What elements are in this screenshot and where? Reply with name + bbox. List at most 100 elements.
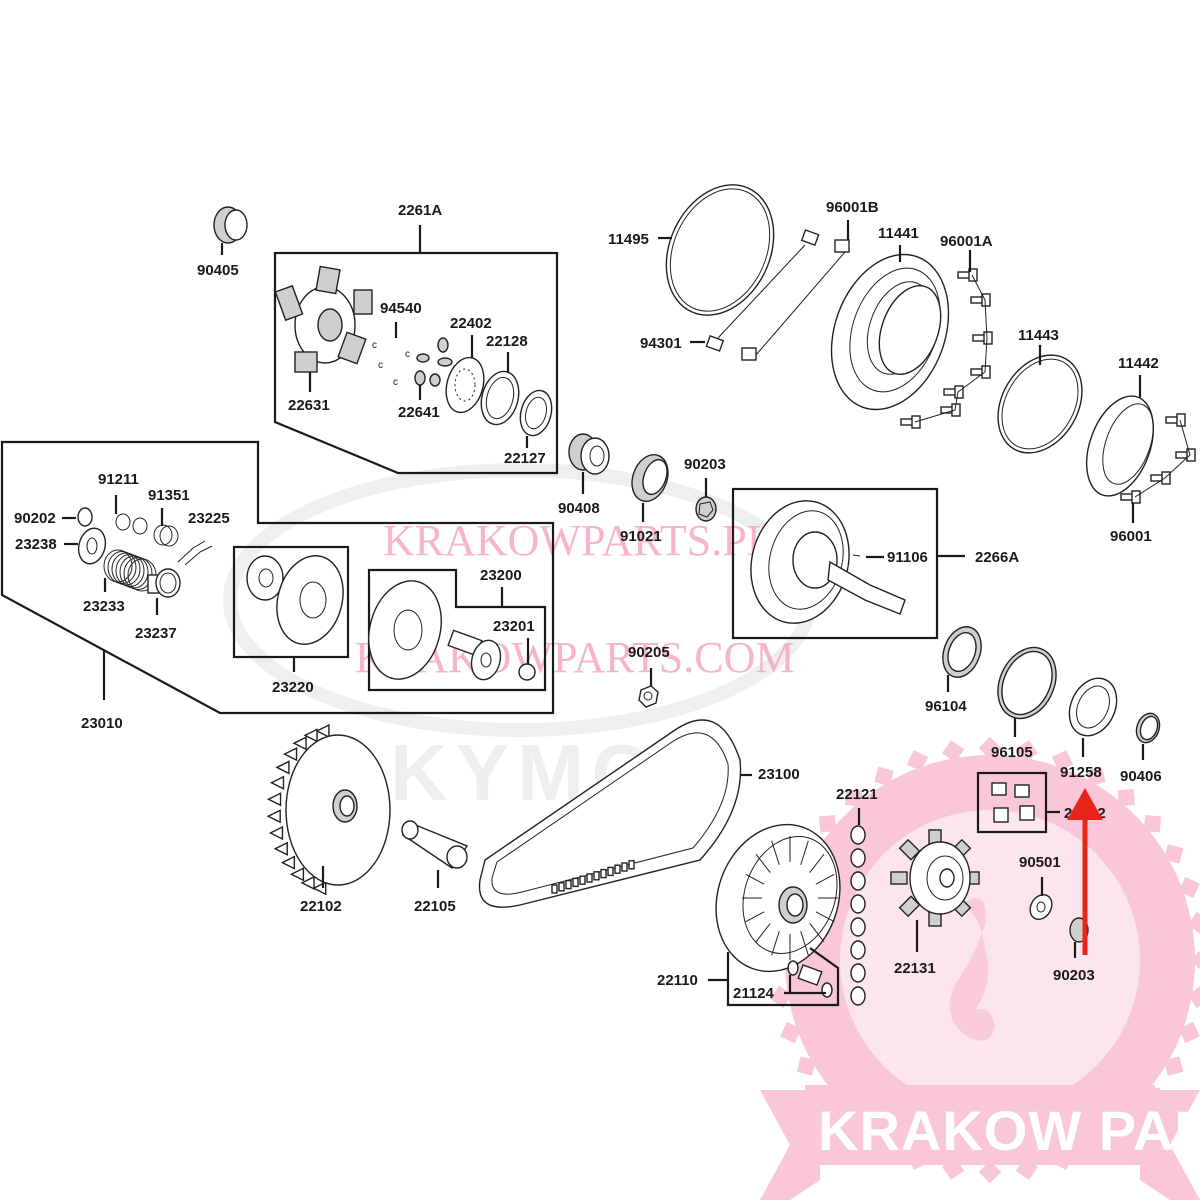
part-label[interactable]: 23237 bbox=[135, 625, 177, 642]
part-23220-sheave[interactable] bbox=[246, 548, 353, 651]
part-label[interactable]: 22127 bbox=[504, 450, 546, 467]
part-label[interactable]: 23238 bbox=[15, 536, 57, 553]
group-label[interactable]: 2266A bbox=[975, 549, 1019, 566]
part-label[interactable]: 90405 bbox=[197, 262, 239, 279]
part-90405[interactable]: 90405 bbox=[197, 206, 248, 279]
group-label[interactable]: 23200 bbox=[480, 567, 522, 584]
part-90203-nut-top[interactable] bbox=[695, 496, 717, 522]
part-label[interactable]: 22128 bbox=[486, 333, 528, 350]
part-91021-bearing[interactable] bbox=[626, 450, 674, 507]
part-11442-cover[interactable] bbox=[1074, 387, 1166, 505]
part-23100-drive-belt[interactable] bbox=[478, 719, 742, 908]
part-23233-spring[interactable] bbox=[103, 549, 157, 592]
part-23200-sheave[interactable] bbox=[358, 573, 504, 688]
bell-rib bbox=[800, 840, 809, 865]
part-label[interactable]: 22131 bbox=[894, 960, 936, 977]
part-label[interactable]: 96001A bbox=[940, 233, 993, 250]
part-label[interactable]: 23201 bbox=[493, 618, 535, 635]
part-label[interactable]: 22402 bbox=[450, 315, 492, 332]
part-96105-bearing[interactable] bbox=[987, 638, 1067, 728]
krakow-parts-logo: KRAKOW PARTS bbox=[760, 736, 1200, 1200]
part-23201-bushing[interactable] bbox=[518, 663, 536, 681]
part-90501-washer[interactable] bbox=[1026, 891, 1056, 924]
group-label[interactable]: 2261A bbox=[398, 202, 442, 219]
fan-tooth bbox=[280, 855, 296, 870]
part-label[interactable]: 90203 bbox=[1053, 967, 1095, 984]
part-label[interactable]: 96001B bbox=[826, 199, 879, 216]
bell-rib bbox=[800, 931, 809, 956]
belt-tooth bbox=[565, 879, 572, 890]
part-label[interactable]: 11443 bbox=[1018, 327, 1059, 344]
part-22127[interactable] bbox=[516, 387, 557, 439]
part-label[interactable]: 23100 bbox=[758, 766, 800, 783]
part-96001A-bolts[interactable] bbox=[900, 268, 993, 429]
part-label[interactable]: 22641 bbox=[398, 404, 440, 421]
part-label[interactable]: 90406 bbox=[1120, 768, 1162, 785]
part-91351-seal[interactable] bbox=[153, 524, 179, 547]
clutch-carrier[interactable] bbox=[274, 265, 373, 373]
bell-rib bbox=[755, 923, 771, 943]
part-label[interactable]: 22121 bbox=[836, 786, 878, 803]
part-label[interactable]: 90205 bbox=[628, 644, 670, 661]
part-90406-seal[interactable] bbox=[1133, 710, 1164, 746]
part-label[interactable]: 91211 bbox=[98, 471, 139, 488]
bell-rib bbox=[745, 911, 765, 923]
part-91258-seal[interactable] bbox=[1060, 671, 1125, 744]
part-94301-dowels[interactable] bbox=[705, 229, 850, 361]
part-label[interactable]: 90408 bbox=[558, 500, 600, 517]
part-label[interactable]: 23225 bbox=[188, 510, 230, 527]
part-23237-collar[interactable] bbox=[147, 568, 181, 598]
part-label[interactable]: 94301 bbox=[640, 335, 682, 352]
part-22131-ramp-plate[interactable] bbox=[890, 829, 980, 927]
part-22105-collar[interactable] bbox=[401, 820, 469, 869]
part-11495-gasket[interactable] bbox=[646, 167, 794, 333]
part-label[interactable]: 21124 bbox=[733, 985, 775, 1002]
part-91211-orings[interactable] bbox=[115, 513, 148, 535]
part-label[interactable]: 91258 bbox=[1060, 764, 1102, 781]
part-label[interactable]: 96001 bbox=[1110, 528, 1152, 545]
part-22641-shoes[interactable] bbox=[414, 337, 453, 387]
part-96001-bolts[interactable] bbox=[1120, 413, 1196, 504]
part-22128[interactable] bbox=[476, 367, 525, 428]
part-label[interactable]: 23233 bbox=[83, 598, 125, 615]
part-label[interactable]: 11442 bbox=[1118, 355, 1159, 372]
part-90202-nut[interactable] bbox=[77, 507, 93, 527]
part-90205-nut[interactable] bbox=[638, 685, 659, 708]
part-22110-clutch-bell[interactable] bbox=[696, 807, 860, 989]
bolt-head bbox=[983, 331, 993, 345]
part-90408[interactable] bbox=[568, 433, 610, 475]
gear-tooth bbox=[978, 736, 1002, 760]
part-label[interactable]: 22105 bbox=[414, 898, 456, 915]
part-22102-fan-sheave[interactable] bbox=[266, 723, 391, 896]
group-label[interactable]: 23010 bbox=[81, 715, 123, 732]
part-label[interactable]: 96104 bbox=[925, 698, 967, 715]
part-23225-pins[interactable] bbox=[177, 540, 213, 566]
part-label[interactable]: 91106 bbox=[887, 549, 928, 566]
part-23238-washer[interactable] bbox=[75, 525, 109, 567]
fan-tooth bbox=[266, 792, 282, 807]
part-label[interactable]: 91351 bbox=[148, 487, 190, 504]
part-label[interactable]: 11495 bbox=[608, 231, 649, 248]
part-label[interactable]: 22102 bbox=[300, 898, 342, 915]
part-label[interactable]: 90203 bbox=[684, 456, 726, 473]
part-96104-bearing[interactable] bbox=[936, 621, 988, 682]
fan-tooth bbox=[289, 867, 305, 882]
part-label[interactable]: 11441 bbox=[878, 225, 919, 242]
part-11441-housing[interactable] bbox=[811, 238, 969, 426]
part-label[interactable]: 22631 bbox=[288, 397, 330, 414]
part-label[interactable]: 23220 bbox=[272, 679, 314, 696]
part-label[interactable]: 94540 bbox=[380, 300, 422, 317]
part-94540-clips[interactable]: c c c c bbox=[372, 322, 410, 388]
part-label[interactable]: 96105 bbox=[991, 744, 1033, 761]
part-21124-pin[interactable] bbox=[784, 960, 833, 998]
part-label[interactable]: 90202 bbox=[14, 510, 56, 527]
bolt-shank bbox=[1165, 416, 1179, 424]
bolt-shank bbox=[900, 418, 914, 426]
part-22121-rollers[interactable] bbox=[850, 825, 866, 1006]
belt-tooth bbox=[614, 864, 621, 874]
part-label[interactable]: 22110 bbox=[657, 972, 698, 989]
part-label[interactable]: 90501 bbox=[1019, 854, 1061, 871]
spring-coil bbox=[123, 557, 153, 590]
part-11443-gasket[interactable] bbox=[981, 340, 1099, 468]
part-label[interactable]: 91021 bbox=[620, 528, 662, 545]
